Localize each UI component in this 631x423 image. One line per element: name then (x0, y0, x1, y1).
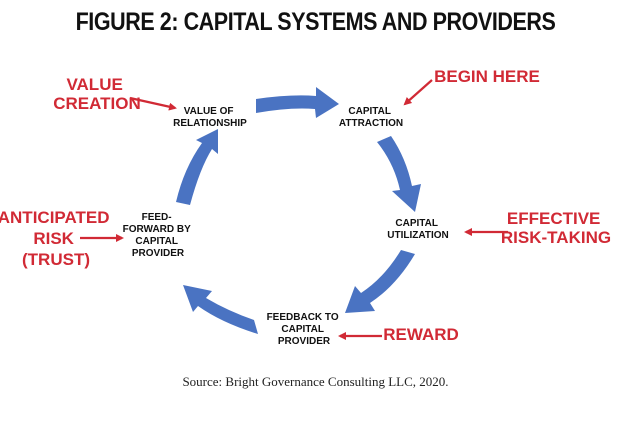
label-value-creation: VALUE CREATION (53, 75, 141, 113)
cycle-arrow-feedback-to-feedforward (183, 285, 258, 334)
label-effective-risk-taking: EFFECTIVE RISK-TAKING (501, 209, 611, 247)
cycle-arrow-feedforward-to-relationship (176, 129, 218, 205)
pointer-arrow-begin-here (403, 79, 433, 106)
label-begin-here: BEGIN HERE (434, 67, 540, 86)
source-caption: Source: Bright Governance Consulting LLC… (182, 374, 449, 389)
cycle-arrow-relationship-to-attraction (256, 87, 339, 118)
node-capital-attraction: CAPITAL ATTRACTION (339, 106, 403, 129)
cycle-arrow-utilization-to-feedback (345, 250, 415, 313)
node-feedback-to-capital-provider: FEEDBACK TO CAPITAL PROVIDER (267, 312, 342, 347)
pointer-arrow-value-creation (129, 96, 177, 111)
figure-title: FIGURE 2: CAPITAL SYSTEMS AND PROVIDERS (75, 8, 556, 36)
label-reward: REWARD (383, 325, 459, 344)
label-anticipated-risk: ANTICIPATED RISK (TRUST) (0, 208, 114, 269)
node-feed-forward-by-capital-provider: FEED- FORWARD BY CAPITAL PROVIDER (123, 212, 194, 259)
cycle-arrow-attraction-to-utilization (377, 136, 421, 212)
node-value-of-relationship: VALUE OF RELATIONSHIP (173, 106, 247, 129)
node-capital-utilization: CAPITAL UTILIZATION (387, 218, 448, 241)
